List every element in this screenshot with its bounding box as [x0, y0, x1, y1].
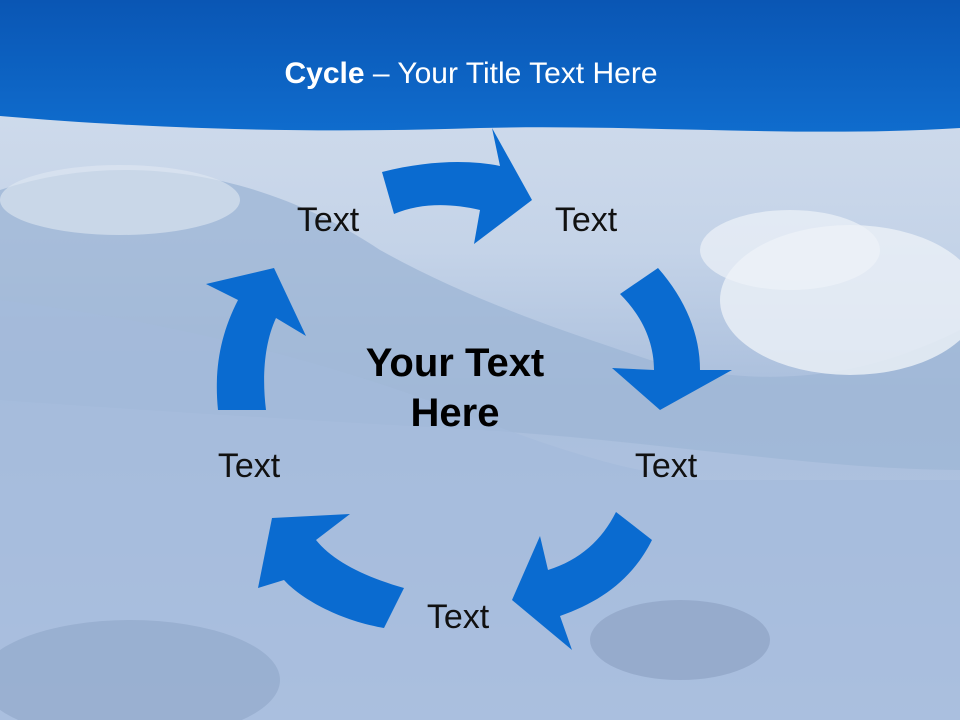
cycle-node-label: Text — [426, 598, 490, 636]
cycle-arrow-3 — [512, 512, 652, 650]
cycle-node-label: Text — [217, 447, 281, 485]
slide-title: Cycle – Your Title Text Here — [0, 52, 942, 96]
center-text: Your Text Here — [330, 338, 580, 438]
cycle-arrow-2 — [612, 268, 732, 410]
center-text-line2: Here — [410, 391, 500, 435]
cycle-arrow-4 — [258, 514, 404, 628]
cycle-node-label: Text — [554, 201, 618, 239]
title-bold: Cycle — [284, 57, 365, 90]
cycle-node-label: Text — [296, 201, 360, 239]
center-text-line1: Your Text — [365, 341, 545, 385]
cycle-node-label: Text — [634, 447, 698, 485]
cycle-arrow-1 — [382, 128, 532, 244]
title-rest: – Your Title Text Here — [364, 57, 658, 90]
cycle-arrow-5 — [206, 268, 306, 410]
